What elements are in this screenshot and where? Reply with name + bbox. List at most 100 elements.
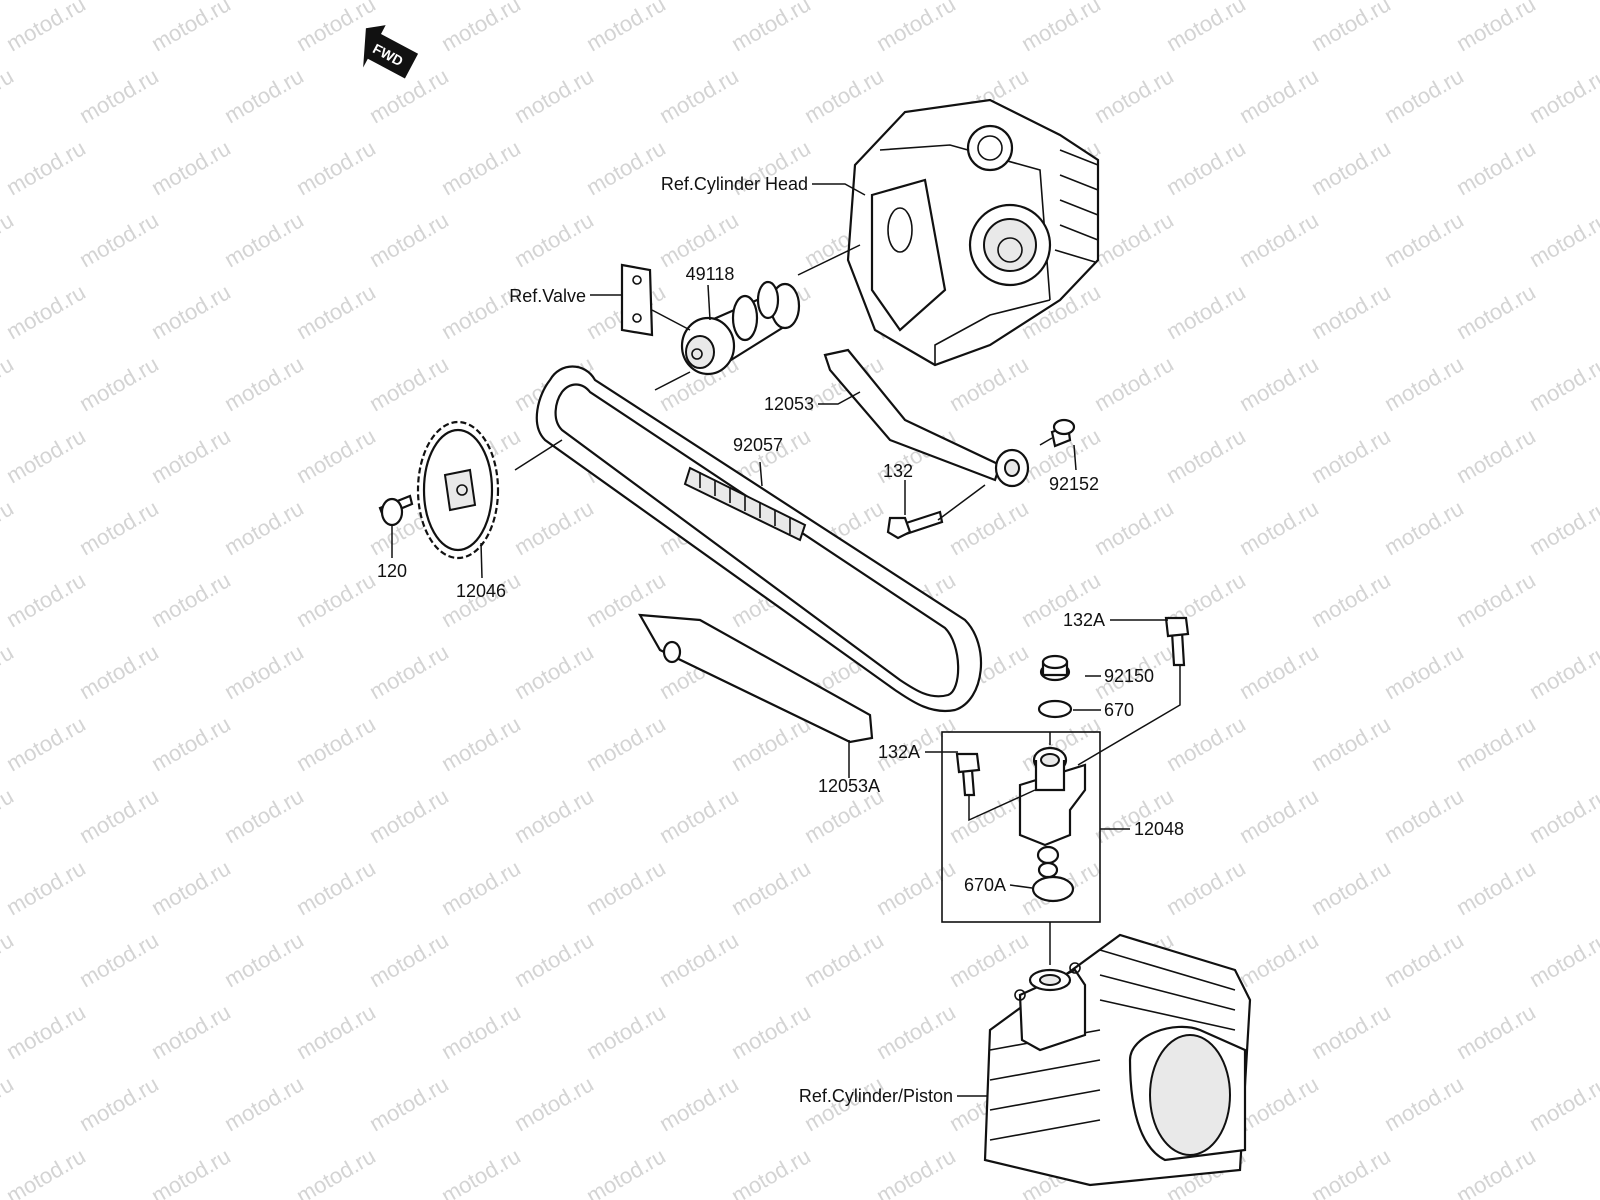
watermark-text: motod.ru	[75, 1071, 163, 1136]
watermark-text: motod.ru	[365, 1071, 453, 1136]
watermark-text: motod.ru	[75, 495, 163, 560]
watermark-text: motod.ru	[437, 999, 525, 1064]
watermark-text: motod.ru	[727, 999, 815, 1064]
watermark-text: motod.ru	[582, 1143, 670, 1200]
cylinder-drawing	[983, 933, 1252, 1187]
watermark-text: motod.ru	[872, 1143, 960, 1200]
watermark-text: motod.ru	[365, 351, 453, 416]
watermark-text: motod.ru	[1380, 63, 1468, 128]
watermark-text: motod.ru	[1307, 855, 1395, 920]
watermark-text: motod.ru	[1235, 927, 1323, 992]
callout-labels: Ref.Cylinder Head Ref.Valve 49118 12053 …	[377, 174, 1184, 1106]
watermark-text: motod.ru	[510, 927, 598, 992]
watermark-text: motod.ru	[510, 495, 598, 560]
watermark-text: motod.ru	[1380, 783, 1468, 848]
watermark-text: motod.ru	[0, 927, 18, 992]
cap-bolt-92150-drawing	[1039, 654, 1071, 682]
watermark-text: motod.ru	[1307, 711, 1395, 776]
label-92057: 92057	[733, 435, 783, 455]
watermark-text: motod.ru	[1525, 351, 1600, 416]
watermark-text: motod.ru	[2, 279, 90, 344]
watermark-text: motod.ru	[147, 711, 235, 776]
watermark-text: motod.ru	[1307, 0, 1395, 56]
cam-chain-drawing	[535, 365, 983, 713]
watermark-text: motod.ru	[1162, 279, 1250, 344]
watermark-text: motod.ru	[655, 927, 743, 992]
watermark-text: motod.ru	[1162, 711, 1250, 776]
watermark-text: motod.ru	[2, 135, 90, 200]
watermark-text: motod.ru	[1525, 207, 1600, 272]
watermark-text: motod.ru	[1090, 495, 1178, 560]
watermark-text: motod.ru	[437, 1143, 525, 1200]
watermark-text: motod.ru	[437, 711, 525, 776]
watermark-text: motod.ru	[147, 1143, 235, 1200]
pin-92152-drawing	[1050, 418, 1076, 448]
watermark-text: motod.ru	[1235, 639, 1323, 704]
leader-lines	[391, 183, 1181, 1097]
watermark-text: motod.ru	[1235, 1071, 1323, 1136]
watermark-text: motod.ru	[75, 639, 163, 704]
watermark-text: motod.ru	[1380, 1071, 1468, 1136]
watermark-text: motod.ru	[1235, 63, 1323, 128]
watermark-text: motod.ru	[800, 927, 888, 992]
label-132A-left: 132A	[878, 742, 920, 762]
watermark-text: motod.ru	[220, 63, 308, 128]
watermark-text: motod.ru	[2, 423, 90, 488]
chain-guide-12053-drawing	[823, 348, 1030, 488]
watermark-text: motod.ru	[75, 351, 163, 416]
watermark-text: motod.ru	[147, 135, 235, 200]
label-49118: 49118	[686, 264, 735, 284]
watermark-text: motod.ru	[0, 351, 18, 416]
watermark-text: motod.ru	[1525, 783, 1600, 848]
watermark-text: motod.ru	[1452, 0, 1540, 56]
watermark-text: motod.ru	[1307, 1143, 1395, 1200]
label-670: 670	[1104, 700, 1134, 720]
watermark-text: motod.ru	[147, 0, 235, 56]
watermark-text: motod.ru	[1235, 783, 1323, 848]
watermark-text: motod.ru	[1452, 999, 1540, 1064]
label-670A: 670A	[964, 875, 1006, 895]
watermark-text: motod.ru	[2, 567, 90, 632]
watermark-text: motod.ru	[1525, 1071, 1600, 1136]
watermark-text: motod.ru	[292, 135, 380, 200]
watermark-text: motod.ru	[2, 1143, 90, 1200]
watermark-text: motod.ru	[2, 855, 90, 920]
watermark-text: motod.ru	[1452, 135, 1540, 200]
watermark-text: motod.ru	[147, 999, 235, 1064]
chain-links	[683, 466, 807, 542]
watermark-text: motod.ru	[727, 855, 815, 920]
watermark-text: motod.ru	[1090, 207, 1178, 272]
watermark-text: motod.ru	[1162, 855, 1250, 920]
label-12053A: 12053A	[818, 776, 880, 796]
chain-guide-12053A-drawing	[638, 613, 874, 744]
watermark-text: motod.ru	[292, 1143, 380, 1200]
watermark-text: motod.ru	[1307, 999, 1395, 1064]
watermark-text: motod.ru	[1452, 423, 1540, 488]
label-ref-valve: Ref.Valve	[509, 286, 586, 306]
watermark-text: motod.ru	[655, 207, 743, 272]
label-132: 132	[883, 461, 913, 481]
watermark-text: motod.ru	[1307, 567, 1395, 632]
watermark-text: motod.ru	[147, 567, 235, 632]
watermark-text: motod.ru	[1380, 351, 1468, 416]
cylinder-head-drawing	[846, 98, 1100, 367]
watermark-text: motod.ru	[75, 927, 163, 992]
watermark-text: motod.ru	[1235, 207, 1323, 272]
watermark-text: motod.ru	[510, 1071, 598, 1136]
label-92150: 92150	[1104, 666, 1154, 686]
watermark-text: motod.ru	[365, 207, 453, 272]
watermark-text: motod.ru	[1235, 495, 1323, 560]
watermark-text: motod.ru	[1525, 639, 1600, 704]
watermark-text: motod.ru	[872, 999, 960, 1064]
watermark-text: motod.ru	[510, 639, 598, 704]
watermark-text: motod.ru	[292, 567, 380, 632]
watermark-text: motod.ru	[1307, 279, 1395, 344]
watermark-text: motod.ru	[292, 423, 380, 488]
tensioner-assembly-drawing	[941, 731, 1101, 923]
label-ref-cylinder-head: Ref.Cylinder Head	[661, 174, 808, 194]
watermark-text: motod.ru	[582, 999, 670, 1064]
camshaft-drawing	[680, 280, 801, 376]
watermark-text: motod.ru	[0, 639, 18, 704]
watermark-text: motod.ru	[292, 711, 380, 776]
label-12053: 12053	[764, 394, 814, 414]
